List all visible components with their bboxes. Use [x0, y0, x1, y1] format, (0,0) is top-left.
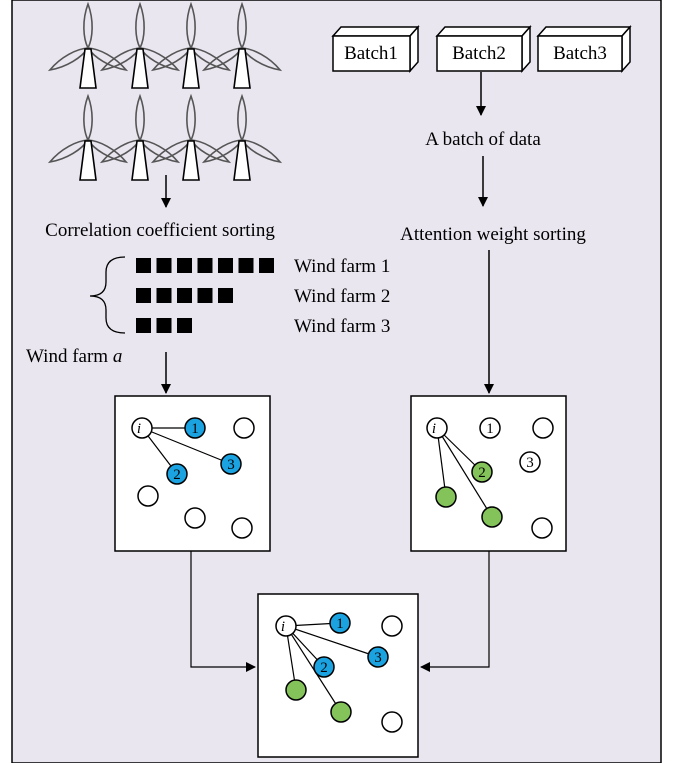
- blue-node: [220, 453, 242, 475]
- wind-farm-block: [136, 318, 151, 333]
- node-label: 2: [320, 660, 328, 676]
- wind-farm-block: [218, 258, 233, 273]
- batch-data-label: A batch of data: [425, 129, 541, 150]
- wind-farm-block: [136, 288, 151, 303]
- wind-farm-block: [197, 258, 213, 273]
- node-label: 2: [478, 465, 486, 481]
- batch-label: Batch1: [344, 43, 398, 64]
- white-node: [519, 451, 541, 473]
- wind-farm-blocks: [136, 258, 274, 333]
- batch-box-2: Batch2: [435, 25, 532, 73]
- wind-farm-label: Wind farm 2: [294, 286, 390, 307]
- empty-node: [531, 517, 553, 539]
- graph-panel-left: i 1 3 2: [114, 395, 271, 552]
- node-label: 1: [191, 421, 199, 437]
- connector-right: [420, 551, 490, 672]
- wind-farm-block: [197, 288, 213, 303]
- green-node: [330, 701, 352, 723]
- blue-node: [184, 417, 206, 439]
- batch-box-3: Batch3: [536, 25, 632, 73]
- batch-label: Batch2: [452, 43, 506, 64]
- wind-farm-block: [259, 258, 274, 273]
- wind-farm-label: Wind farm 1: [294, 256, 390, 277]
- center-node: [131, 417, 153, 439]
- wind-farm-block: [156, 318, 172, 333]
- empty-node: [231, 517, 253, 539]
- node-label: 1: [336, 616, 344, 632]
- green-node: [481, 506, 503, 528]
- green-node: [435, 486, 457, 508]
- empty-node: [381, 711, 403, 733]
- empty-node: [233, 417, 255, 439]
- node-label: 1: [486, 421, 494, 437]
- white-node: [479, 417, 501, 439]
- empty-node: [381, 615, 403, 637]
- node-label: 2: [173, 467, 181, 483]
- center-node: [275, 615, 297, 637]
- wind-farm-block: [218, 288, 233, 303]
- wind-farm-label: Wind farm 3: [294, 316, 390, 337]
- blue-node: [329, 612, 351, 634]
- wind-farm-a-label: Wind farm a: [26, 346, 122, 367]
- blue-node: [313, 656, 335, 678]
- wind-farm-block: [156, 258, 172, 273]
- graph-panel-right: i 1 2 3: [410, 395, 567, 552]
- green-node: [471, 461, 493, 483]
- node-label: 3: [526, 455, 534, 471]
- blue-node: [166, 463, 188, 485]
- empty-node: [184, 507, 206, 529]
- wind-farm-block: [156, 288, 172, 303]
- batch-label: Batch3: [553, 43, 607, 64]
- wind-farm-block: [177, 288, 192, 303]
- connector-left: [190, 551, 256, 672]
- bracket: [89, 256, 126, 334]
- empty-node: [137, 485, 159, 507]
- node-label: 3: [227, 457, 235, 473]
- wind-farm-block: [177, 318, 192, 333]
- attention-sorting-label: Attention weight sorting: [400, 224, 586, 245]
- center-node-label: i: [137, 421, 141, 437]
- empty-node: [532, 417, 554, 439]
- wind-farm-block: [136, 258, 151, 273]
- center-node-label: i: [432, 421, 436, 437]
- green-node: [285, 679, 307, 701]
- wind-farm-block: [238, 258, 254, 273]
- batch-box-1: Batch1: [331, 25, 420, 73]
- graph-panel-bottom: i 1 3 2: [257, 593, 419, 758]
- correlation-sorting-label: Correlation coefficient sorting: [45, 220, 275, 241]
- blue-node: [367, 646, 389, 668]
- node-label: 3: [374, 650, 382, 666]
- center-node: [426, 417, 448, 439]
- center-node-label: i: [281, 619, 285, 635]
- wind-farm-block: [177, 258, 192, 273]
